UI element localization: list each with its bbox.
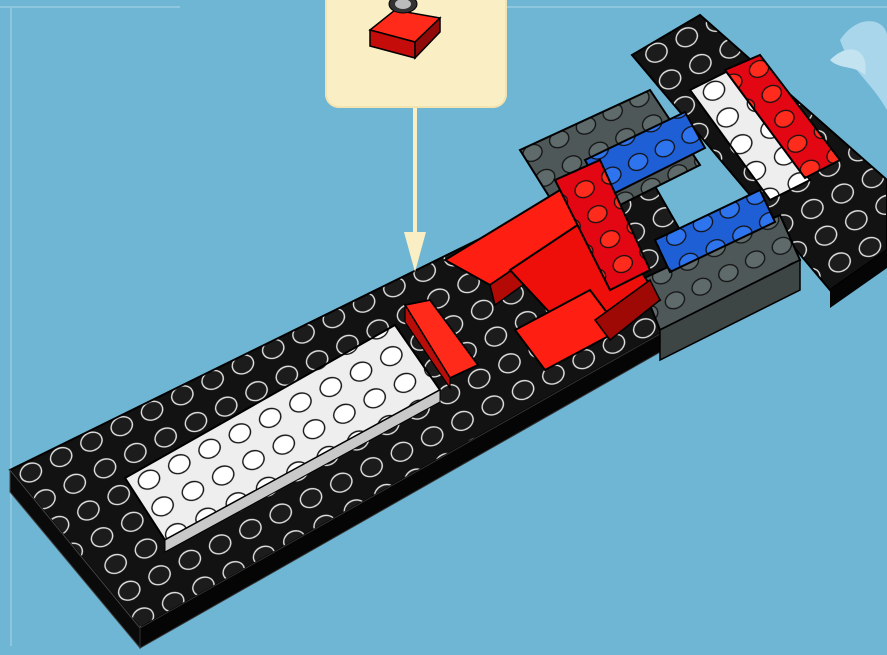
callout-arrow: [404, 108, 426, 272]
